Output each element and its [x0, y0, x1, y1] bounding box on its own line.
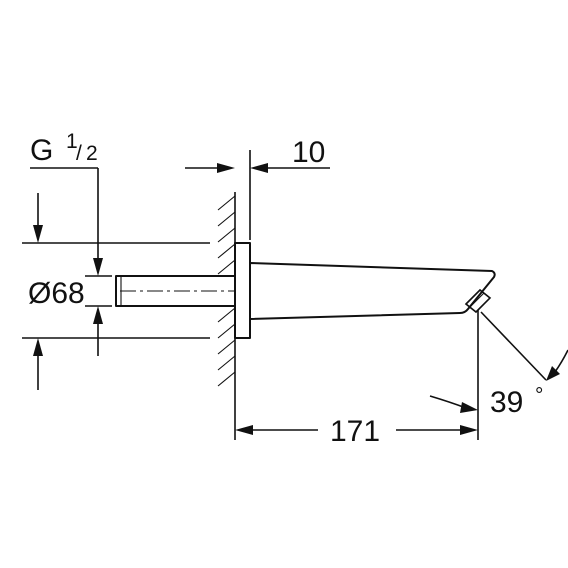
diameter-arrow-bottom [33, 338, 43, 356]
thread-slash: / [76, 142, 82, 165]
angle-jet-line [480, 311, 547, 381]
angle-arrow-left [460, 402, 478, 413]
thread-dimension: G 1 / 2 [30, 130, 103, 276]
spout-outlet-inner [469, 292, 485, 308]
thread-denominator: 2 [86, 142, 98, 165]
spout-outline [249, 262, 496, 320]
pipe-arrow-bottom [93, 306, 103, 324]
flange-arrow-right [250, 163, 268, 173]
flange-body [234, 242, 251, 339]
flange-arrow-left [217, 163, 235, 173]
diameter-arrow-top [33, 225, 43, 243]
spout-body [249, 262, 496, 320]
length-arrow-right [460, 425, 478, 435]
angle-unit: ° [535, 384, 543, 407]
angle-arrow-right [546, 366, 560, 381]
length-dimension: 171 [234, 310, 479, 448]
length-arrow-left [235, 425, 253, 435]
threaded-pipe [115, 275, 236, 307]
diameter-dimension: Ø68 [22, 193, 210, 390]
angle-arc-left [429, 395, 467, 409]
angle-arc-right [554, 349, 568, 373]
thread-leader-arrow [93, 258, 103, 276]
length-label: 171 [330, 415, 380, 448]
wall-hatch-lines [217, 195, 236, 387]
spout-outlet [464, 288, 492, 314]
flange-thickness-dimension: 10 [185, 136, 330, 240]
wall-flange [234, 242, 251, 339]
diameter-label: Ø68 [28, 277, 85, 310]
angle-dimension: 39 ° [429, 311, 568, 419]
thread-numerator: 1 [66, 130, 78, 153]
thread-label: G [30, 134, 53, 167]
flange-thickness-label: 10 [292, 136, 325, 169]
angle-value: 39 [490, 386, 523, 419]
pipe-diameter-marks [85, 275, 112, 356]
